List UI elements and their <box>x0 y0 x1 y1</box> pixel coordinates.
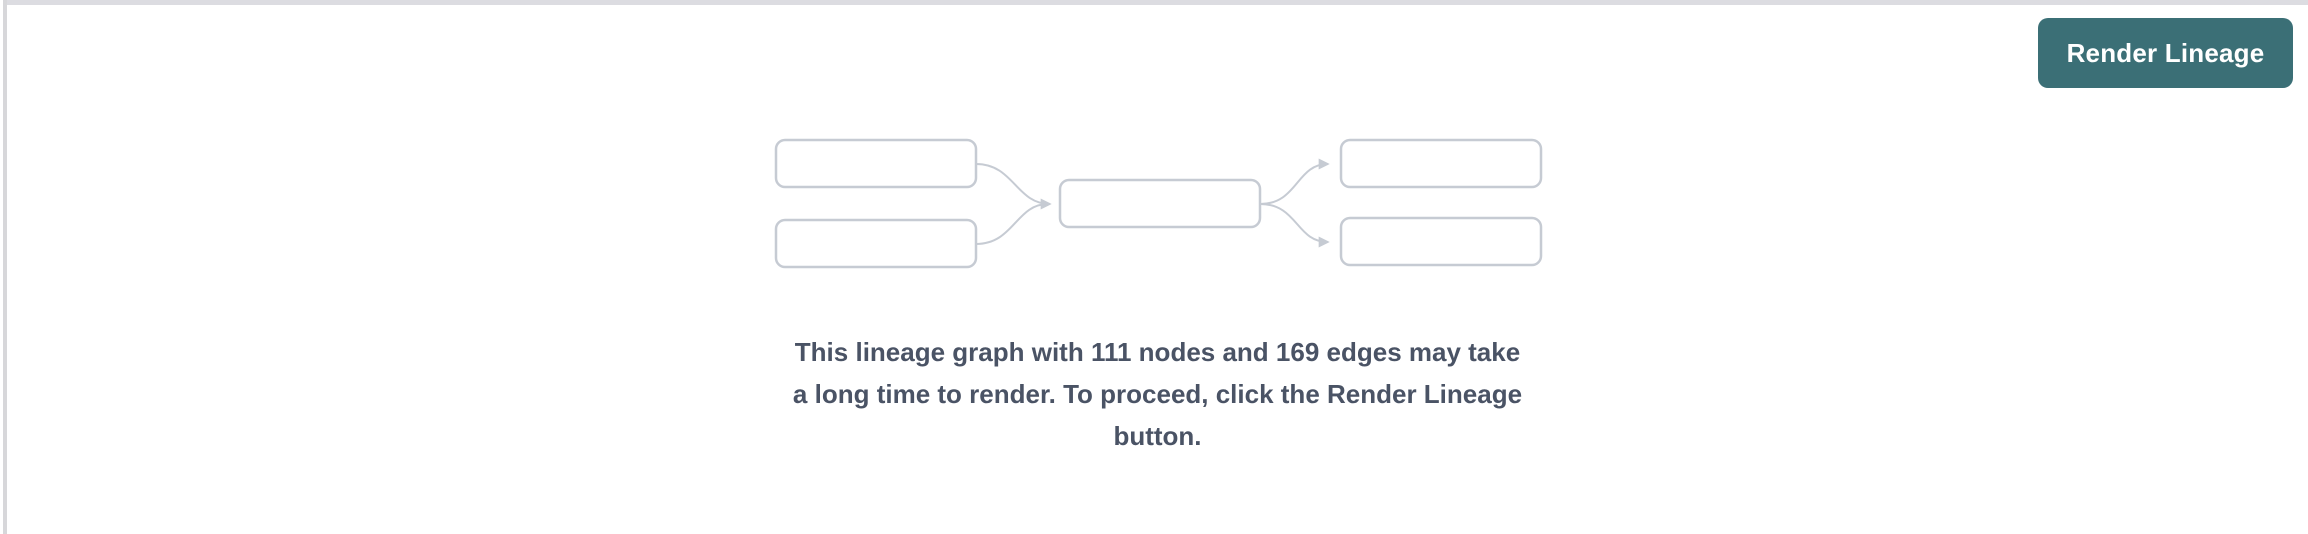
message-line: button. <box>1113 421 1202 451</box>
left-divider <box>3 0 7 534</box>
graph-node <box>1339 138 1542 189</box>
graph-node <box>1339 216 1542 267</box>
graph-node <box>1058 178 1261 229</box>
render-lineage-button[interactable]: Render Lineage <box>2038 18 2293 88</box>
lineage-empty-state: This lineage graph with 111 nodes and 16… <box>7 0 2308 534</box>
top-divider <box>7 0 2308 5</box>
message-line: This lineage graph with 111 nodes and 16… <box>794 337 1521 367</box>
message-line: a long time to render. To proceed, click… <box>792 379 1523 409</box>
graph-edge <box>975 163 1052 210</box>
graph-node <box>774 218 977 269</box>
graph-edge <box>975 203 1048 245</box>
graph-node <box>774 138 977 189</box>
graph-edge <box>1259 203 1330 248</box>
lineage-graph-icon <box>774 138 1542 269</box>
lineage-warning-message: This lineage graph with 111 nodes and 16… <box>793 331 1522 457</box>
graph-edge <box>1259 158 1330 205</box>
